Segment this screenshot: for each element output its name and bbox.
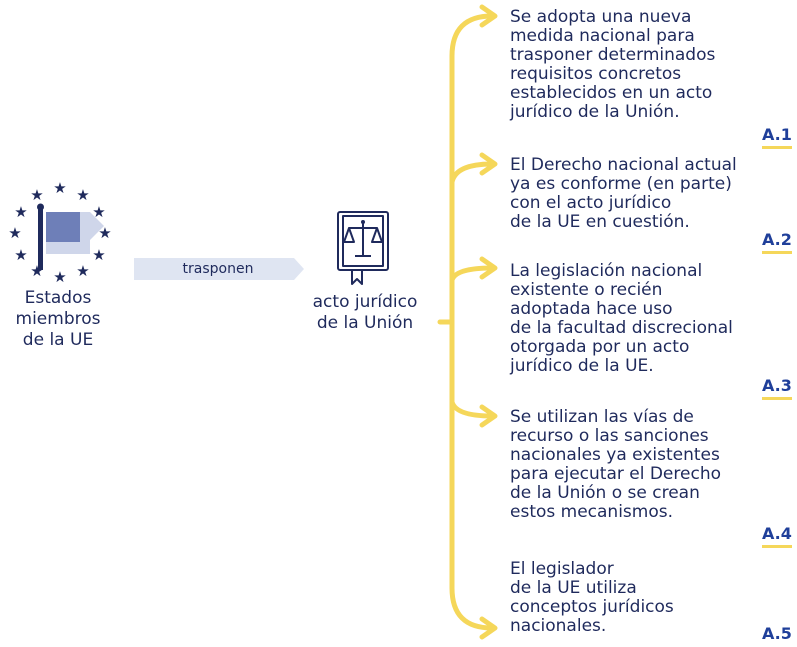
outcome-a1-code: A.1 xyxy=(762,125,792,149)
svg-text:★: ★ xyxy=(8,224,21,242)
svg-text:★: ★ xyxy=(14,246,27,264)
outcome-a2-text: El Derecho nacional actual ya es conform… xyxy=(510,155,737,232)
outcome-a5-code: A.5 xyxy=(762,624,792,643)
arrowhead-a4 xyxy=(479,404,498,428)
outcome-a2-code: A.2 xyxy=(762,230,792,254)
svg-text:★: ★ xyxy=(76,262,89,280)
arrowhead-a1 xyxy=(479,4,498,28)
transpose-arrow-label: trasponen xyxy=(182,261,254,277)
branch-a3 xyxy=(449,265,495,283)
union-legal-act-label: acto jurídico de la Unión xyxy=(312,292,418,333)
member-states-label: Estados miembros de la UE xyxy=(15,288,101,350)
svg-text:★: ★ xyxy=(53,179,66,197)
outcome-a4-code: A.4 xyxy=(762,524,792,548)
branch-a2 xyxy=(449,161,495,185)
svg-text:★: ★ xyxy=(98,224,111,242)
branch-a4 xyxy=(449,399,495,419)
transpose-arrow xyxy=(134,258,304,280)
arrowhead-a3 xyxy=(479,256,498,280)
svg-text:★: ★ xyxy=(92,246,105,264)
law-book-scales-icon xyxy=(337,211,389,285)
outcome-a3-text: La legislación nacional existente o reci… xyxy=(510,261,733,376)
outcome-a5-text: El legislador de la UE utiliza conceptos… xyxy=(510,559,674,636)
svg-text:★: ★ xyxy=(76,186,89,204)
arrowhead-a5 xyxy=(479,616,498,640)
arrowhead-a2 xyxy=(479,152,498,176)
svg-text:★: ★ xyxy=(53,268,66,286)
outcome-a4-text: Se utilizan las vías de recurso o las sa… xyxy=(510,407,721,522)
outcome-a3-code: A.3 xyxy=(762,376,792,400)
outcome-a1-text: Se adopta una nueva medida nacional para… xyxy=(510,7,716,122)
svg-text:★: ★ xyxy=(92,203,105,221)
svg-text:★: ★ xyxy=(30,186,43,204)
svg-text:★: ★ xyxy=(14,203,27,221)
bracket-spine xyxy=(449,13,495,631)
eu-stars-flag-icon: ★ ★ ★ ★ ★ ★ ★ ★ ★ ★ ★ ★ xyxy=(8,179,111,286)
